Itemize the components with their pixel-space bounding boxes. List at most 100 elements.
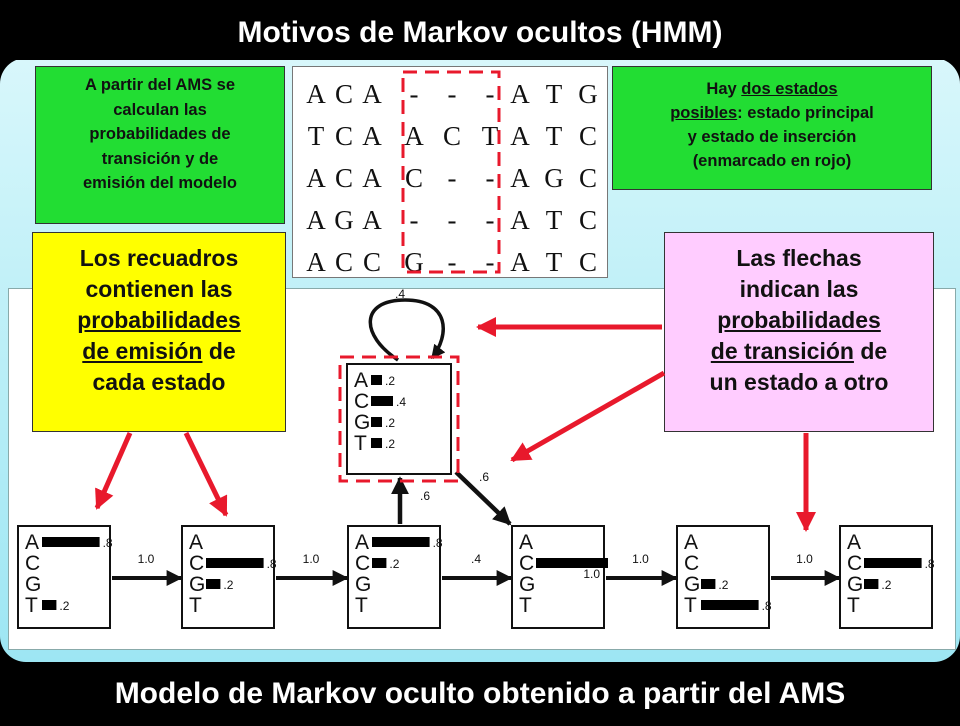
emission-label: .2 bbox=[385, 437, 395, 451]
alignment-char: - bbox=[448, 79, 457, 109]
alignment-char: A bbox=[510, 79, 530, 109]
alignment-char: T bbox=[546, 247, 563, 277]
emission-letter: C bbox=[519, 552, 534, 575]
alignment-char: T bbox=[546, 79, 563, 109]
emission-letter: A bbox=[847, 531, 861, 554]
pointer-arrow bbox=[183, 431, 229, 517]
alignment-char: - bbox=[486, 205, 495, 235]
alignment-char: A bbox=[306, 79, 326, 109]
emission-label: .8 bbox=[925, 557, 935, 571]
note-states-underline: posibles bbox=[670, 104, 738, 122]
emission-letter: A bbox=[354, 369, 368, 392]
alignment-char: - bbox=[486, 163, 495, 193]
emission-label: .8 bbox=[267, 557, 277, 571]
note-states-text: (enmarcado en rojo) bbox=[692, 152, 852, 170]
note-emission-underline: probabilidades bbox=[77, 307, 241, 333]
emission-letter: C bbox=[189, 552, 204, 575]
alignment-char: - bbox=[410, 205, 419, 235]
emission-label: .4 bbox=[396, 395, 406, 409]
insertion-columns-frame bbox=[401, 70, 501, 274]
transition-label: 1.0 bbox=[796, 552, 813, 566]
emission-letter: A bbox=[519, 531, 533, 554]
alignment-char: T bbox=[482, 121, 499, 151]
alignment-char: A bbox=[510, 247, 530, 277]
alignment-char: G bbox=[578, 79, 598, 109]
insert-self-loop-label: .4 bbox=[395, 287, 405, 301]
emission-bar bbox=[372, 558, 387, 568]
emission-letter: C bbox=[354, 390, 369, 413]
note-transition: Las flechas indican las probabilidades d… bbox=[664, 232, 934, 432]
alignment-char: - bbox=[448, 247, 457, 277]
emission-letter: A bbox=[25, 531, 39, 554]
emission-label: .8 bbox=[762, 599, 772, 613]
pointer-arrow bbox=[94, 431, 133, 510]
insert-state-frame bbox=[346, 363, 452, 475]
note-ams-line: A partir del AMS se bbox=[84, 76, 236, 94]
alignment-char: A bbox=[306, 205, 326, 235]
emission-letter: C bbox=[25, 552, 40, 575]
emission-letter: G bbox=[519, 573, 535, 596]
emission-label: .2 bbox=[223, 578, 233, 592]
note-ams-line: calculan las bbox=[113, 100, 207, 119]
alignment-char: A bbox=[510, 205, 530, 235]
alignment-char: A bbox=[362, 121, 382, 151]
note-emission-text: Los recuadros bbox=[79, 245, 239, 271]
footer-caption: Modelo de Markov oculto obtenido a parti… bbox=[0, 662, 960, 720]
alignment-char: T bbox=[308, 121, 325, 151]
note-transition-underline: probabilidades bbox=[717, 307, 881, 333]
emission-bar bbox=[701, 579, 716, 589]
emission-bar bbox=[864, 579, 879, 589]
alignment-char: - bbox=[486, 79, 495, 109]
main-state-frame bbox=[839, 525, 933, 629]
emission-letter: C bbox=[847, 552, 862, 575]
alignment-char: C bbox=[443, 121, 461, 151]
alignment-char: C bbox=[335, 247, 353, 277]
emission-label: .2 bbox=[59, 599, 69, 613]
emission-bar bbox=[42, 600, 57, 610]
alignment-char: A bbox=[362, 205, 382, 235]
alignment-char: G bbox=[404, 247, 424, 277]
note-transition-underline: de transición bbox=[710, 338, 854, 364]
note-transition-text: un estado a otro bbox=[709, 369, 889, 395]
note-states-underline: dos estados bbox=[741, 80, 838, 98]
transition-label: 1.0 bbox=[632, 552, 649, 566]
emission-label: .2 bbox=[385, 374, 395, 388]
emission-letter: G bbox=[25, 573, 41, 596]
alignment-char: C bbox=[579, 163, 597, 193]
emission-label: .8 bbox=[433, 536, 443, 550]
transition-label: 1.0 bbox=[138, 552, 155, 566]
note-transition-text: Las flechas bbox=[736, 245, 862, 271]
note-ams-line: emisión del modelo bbox=[82, 174, 238, 192]
main-state: A.8C.2GT bbox=[347, 525, 443, 629]
emission-label: .8 bbox=[103, 536, 113, 550]
alignment-char: - bbox=[410, 79, 419, 109]
alignment-char: C bbox=[405, 163, 423, 193]
emission-bar bbox=[371, 396, 393, 406]
emission-letter: G bbox=[354, 411, 370, 434]
alignment-char: A bbox=[362, 163, 382, 193]
emission-label: .2 bbox=[385, 416, 395, 430]
note-emission: Los recuadros contienen las probabilidad… bbox=[32, 232, 286, 432]
alignment-char: A bbox=[306, 163, 326, 193]
to-insert-label: .6 bbox=[420, 489, 430, 503]
emission-bar bbox=[371, 438, 382, 448]
note-emission-text: cada estado bbox=[92, 369, 226, 395]
emission-letter: G bbox=[189, 573, 205, 596]
emission-letter: T bbox=[189, 594, 202, 617]
note-emission-text: de bbox=[202, 338, 236, 364]
alignment-char: A bbox=[510, 121, 530, 151]
alignment-char: G bbox=[334, 205, 354, 235]
emission-label: 1.0 bbox=[583, 567, 600, 581]
alignment-char: C bbox=[579, 205, 597, 235]
emission-letter: T bbox=[355, 594, 368, 617]
emission-bar bbox=[372, 537, 430, 547]
transition-label: .4 bbox=[471, 552, 481, 566]
emission-label: .2 bbox=[389, 557, 399, 571]
note-states-text: y estado de inserción bbox=[687, 128, 857, 146]
note-transition-text: de bbox=[853, 338, 888, 364]
note-states: Hay dos estados posibles: estado princip… bbox=[612, 66, 932, 190]
